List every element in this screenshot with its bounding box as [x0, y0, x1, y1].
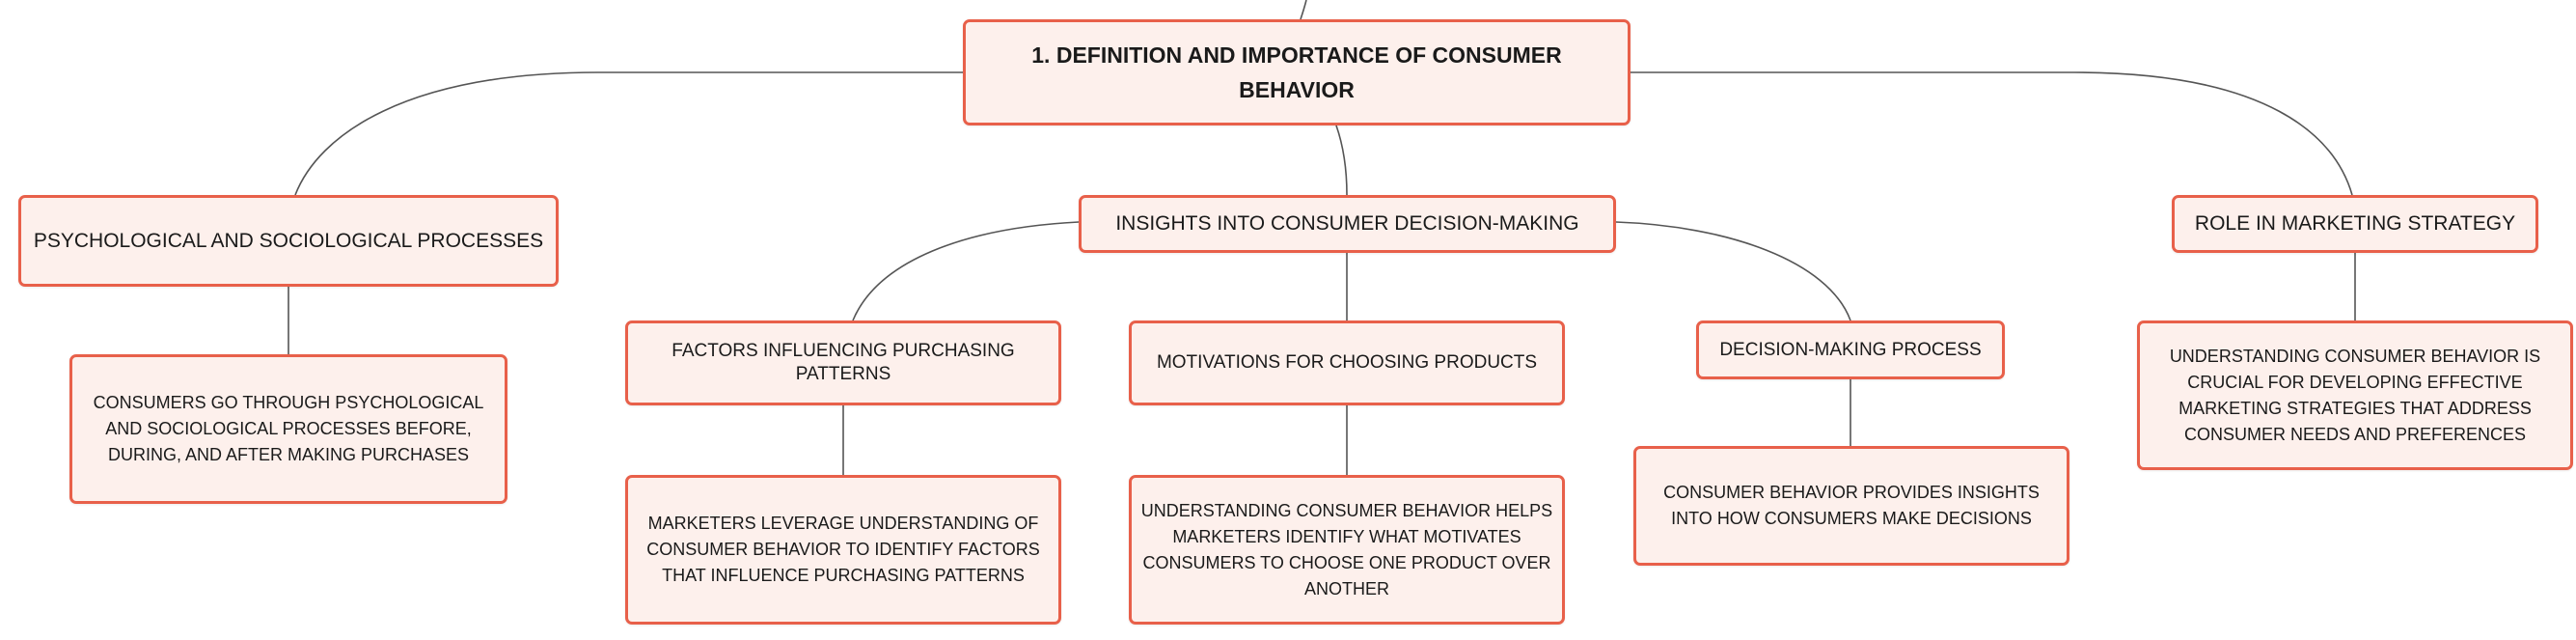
- subtopic-marketing-detail-text: UNDERSTANDING CONSUMER BEHAVIOR IS CRUCI…: [2169, 346, 2541, 444]
- subtopic-motivations[interactable]: MOTIVATIONS FOR CHOOSING PRODUCTS: [1129, 320, 1565, 405]
- subtopic-motivations-detail-text: UNDERSTANDING CONSUMER BEHAVIOR HELPS MA…: [1140, 500, 1553, 598]
- topic-marketing-strategy-label: ROLE IN MARKETING STRATEGY: [2194, 212, 2516, 235]
- subtopic-psychological-detail-text: CONSUMERS GO THROUGH PSYCHOLOGICAL AND S…: [93, 393, 484, 464]
- subtopic-motivations-detail[interactable]: UNDERSTANDING CONSUMER BEHAVIOR HELPS MA…: [1129, 475, 1565, 625]
- root-topic-label: 1. DEFINITION AND IMPORTANCE OF CONSUMER…: [1031, 42, 1562, 102]
- subtopic-factors-detail[interactable]: MARKETERS LEVERAGE UNDERSTANDING OF CONS…: [625, 475, 1061, 625]
- subtopic-factors-detail-text: MARKETERS LEVERAGE UNDERSTANDING OF CONS…: [646, 514, 1040, 585]
- topic-psychological-processes-label: PSYCHOLOGICAL AND SOCIOLOGICAL PROCESSES: [33, 229, 544, 252]
- subtopic-decision-detail-text: CONSUMER BEHAVIOR PROVIDES INSIGHTS INTO…: [1663, 483, 2040, 528]
- subtopic-psychological-detail[interactable]: CONSUMERS GO THROUGH PSYCHOLOGICAL AND S…: [69, 354, 507, 504]
- topic-decision-insights-label: INSIGHTS INTO CONSUMER DECISION-MAKING: [1115, 212, 1579, 235]
- subtopic-decision-process-label: DECISION-MAKING PROCESS: [1719, 339, 1982, 360]
- connector-parent-to-root: [1300, 0, 1307, 20]
- topic-psychological-processes[interactable]: PSYCHOLOGICAL AND SOCIOLOGICAL PROCESSES: [18, 195, 559, 287]
- subtopic-factors-influencing[interactable]: FACTORS INFLUENCING PURCHASING PATTERNS: [625, 320, 1061, 405]
- subtopic-marketing-detail[interactable]: UNDERSTANDING CONSUMER BEHAVIOR IS CRUCI…: [2137, 320, 2573, 470]
- subtopic-decision-process[interactable]: DECISION-MAKING PROCESS: [1696, 320, 2005, 379]
- connector-root-to-psychological: [294, 71, 963, 196]
- root-topic[interactable]: 1. DEFINITION AND IMPORTANCE OF CONSUMER…: [963, 19, 1631, 125]
- topic-decision-insights[interactable]: INSIGHTS INTO CONSUMER DECISION-MAKING: [1079, 195, 1616, 253]
- subtopic-decision-detail[interactable]: CONSUMER BEHAVIOR PROVIDES INSIGHTS INTO…: [1633, 446, 2069, 566]
- subtopic-motivations-label: MOTIVATIONS FOR CHOOSING PRODUCTS: [1156, 352, 1538, 373]
- connector-root-to-marketing: [1631, 71, 2353, 196]
- topic-marketing-strategy[interactable]: ROLE IN MARKETING STRATEGY: [2172, 195, 2538, 253]
- subtopic-factors-influencing-label: FACTORS INFLUENCING PURCHASING PATTERNS: [671, 341, 1015, 384]
- connector-insights-to-decision: [1615, 221, 1851, 321]
- connector-root-to-insights: [1335, 125, 1348, 196]
- connector-insights-to-factors: [852, 221, 1080, 321]
